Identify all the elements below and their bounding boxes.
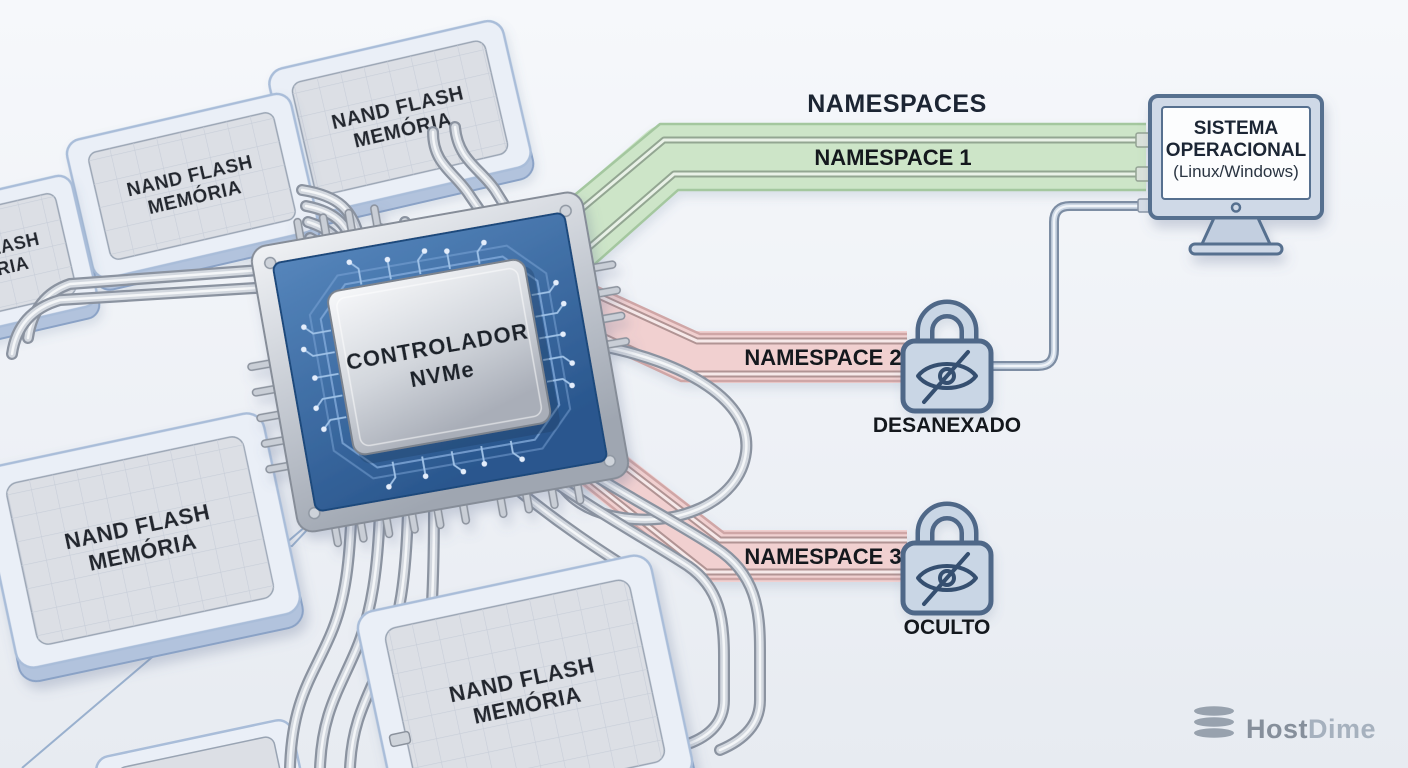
lock-shackle-fill — [920, 304, 974, 346]
hostdime-logo: HostDime — [1194, 706, 1376, 744]
pcb-traces — [303, 242, 573, 488]
logo-part-host: Host — [1246, 714, 1308, 744]
controller-die — [327, 258, 552, 456]
logo-part-dime: Dime — [1308, 714, 1376, 744]
controller-screws — [263, 204, 617, 520]
nand-chip-bottom-left: NAND FLASH MEMÓRIA — [0, 412, 304, 683]
monitor-base — [1188, 242, 1284, 256]
monitor-screen — [1161, 106, 1311, 200]
namespace2-status: DESANEXADO — [873, 414, 1021, 437]
pcb-trace-ring-outer — [308, 244, 572, 480]
eye-slash-line — [922, 552, 970, 606]
eye-slash-line — [922, 350, 970, 404]
eye-pupil — [938, 569, 956, 587]
os-monitor: SISTEMA OPERACIONAL (Linux/Windows) — [1148, 94, 1324, 256]
lock-shackle-fill — [920, 506, 974, 548]
eye-pupil — [938, 367, 956, 385]
lock-hidden — [900, 501, 994, 616]
namespaces-header: NAMESPACES — [807, 90, 987, 118]
die-bevel — [336, 267, 543, 447]
os-label-line1: SISTEMA — [1194, 118, 1279, 139]
pcb-trace-dots — [301, 239, 575, 490]
nand-chip-upper-left: NAND FLASH MEMÓRIA — [65, 92, 321, 291]
hostdime-icon — [1194, 706, 1234, 738]
nvme-controller: CONTROLADOR NVMe — [247, 191, 631, 548]
namespace3-label: NAMESPACE 3 — [744, 544, 901, 569]
nand-chip-partial-bottom — [95, 718, 315, 768]
connector-stub — [388, 730, 412, 748]
os-label-line3: (Linux/Windows) — [1173, 162, 1299, 181]
namespace1-label: NAMESPACE 1 — [814, 145, 971, 170]
eye-slash-icon — [916, 362, 978, 390]
hostdime-wordmark: HostDime — [1246, 714, 1376, 744]
eye-slash-icon — [916, 564, 978, 592]
nand-chip-bottom-center: NAND FLASH MEMÓRIA — [356, 554, 696, 768]
monitor-button — [1230, 202, 1242, 213]
monitor-stand — [1200, 216, 1272, 246]
os-label-line2: OPERACIONAL — [1166, 140, 1307, 161]
lock-detached — [900, 299, 994, 414]
namespace3-status: OCULTO — [904, 616, 991, 639]
namespace2-label: NAMESPACE 2 — [744, 345, 901, 370]
